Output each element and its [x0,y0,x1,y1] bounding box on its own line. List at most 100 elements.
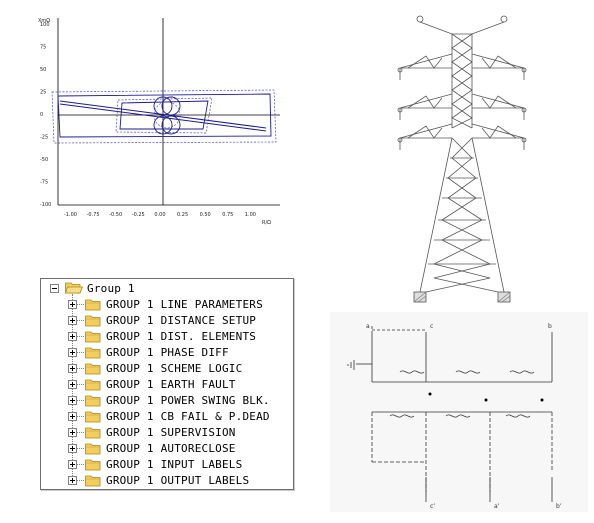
tree-item[interactable]: GROUP 1 AUTORECLOSE [41,440,291,456]
tree-connector-horizontal [72,352,84,353]
y-tick-label: -75 [40,180,48,186]
polarity-dot [484,398,488,402]
expand-icon[interactable] [68,300,77,309]
transmission-tower-drawing [386,8,536,310]
tree-item-label: GROUP 1 AUTORECLOSE [106,441,236,455]
circle-lower-right [161,115,181,135]
expand-icon[interactable] [68,396,77,405]
x-tick-label: -0.75 [87,212,100,218]
cross-arm-lower [399,123,525,139]
tree-item[interactable]: GROUP 1 OUTPUT LABELS [41,472,291,488]
collapse-icon[interactable] [50,284,59,293]
tower-svg [397,15,527,303]
terminal-label: b’ [556,503,562,510]
expand-icon[interactable] [68,380,77,389]
tree-connector-horizontal [72,304,84,305]
tree-item[interactable]: GROUP 1 POWER SWING BLK. [41,392,291,408]
y-tick-label: 100 [40,22,50,28]
folder-icon [85,459,101,471]
tree-item[interactable]: GROUP 1 LINE PARAMETERS [41,296,291,312]
tree-item[interactable]: GROUP 1 SCHEME LOGIC [41,360,291,376]
insulator-icon [521,107,527,113]
tree-item[interactable]: GROUP 1 INPUT LABELS [41,456,291,472]
expand-icon[interactable] [68,412,77,421]
tree-item-label: GROUP 1 DISTANCE SETUP [106,313,257,327]
tower-lower-bracing [425,137,499,293]
expand-icon[interactable] [68,444,77,453]
tree-item-label: GROUP 1 LINE PARAMETERS [106,297,263,311]
tree-connector-horizontal [72,448,84,449]
line-impedance-2 [59,103,267,132]
circle-lower-left [153,115,173,135]
cross-arm-upper [399,53,525,69]
zone-inner-dashed [115,97,213,134]
x-tick-label: 1.00 [245,212,256,218]
coil-top-3 [509,370,535,374]
tree-connector-horizontal [72,320,84,321]
expand-icon[interactable] [68,476,77,485]
peak-arm [419,21,505,35]
insulator-icon [521,67,527,73]
terminal-label: c [430,323,433,330]
circle-upper-left [153,96,173,116]
upper-conductors [371,332,553,382]
mast-upper-bracing [451,33,473,129]
tree-connector-horizontal [72,368,84,369]
insulator-icon [397,107,403,113]
foundation-hatch [413,291,511,303]
mast-upper [451,34,473,128]
coil-bottom-3 [505,414,531,418]
tree-item[interactable]: GROUP 1 SUPERVISION [41,424,291,440]
insulator-icon [397,67,403,73]
folder-icon [85,475,101,487]
folder-icon [85,411,101,423]
settings-tree-view[interactable]: Group 1 GROUP 1 LINE PARAMETERS GROUP 1 D… [40,278,294,490]
tree-item[interactable]: GROUP 1 EARTH FAULT [41,376,291,392]
y-axis-label: XmΩ [38,18,50,24]
terminal-label: b [548,323,552,330]
coil-top-2 [455,370,481,374]
cross-arm-middle-truss [407,95,517,109]
tree-item-label: GROUP 1 OUTPUT LABELS [106,473,250,487]
x-tick-label: -1.00 [64,212,77,218]
y-tick-label: -50 [40,157,48,163]
terminal-label: a’ [494,503,500,510]
schematic-svg: a c b c’ a’ b’ [347,323,562,510]
polarity-dot [428,392,432,396]
circle-outer-dashed [153,101,181,129]
tree-connector-horizontal [72,416,84,417]
tree-item[interactable]: GROUP 1 DISTANCE SETUP [41,312,291,328]
tree-root-row[interactable]: Group 1 [41,280,291,296]
zone-outer [57,93,272,138]
cross-arm-upper-truss [407,55,517,69]
expand-icon[interactable] [68,460,77,469]
expand-icon[interactable] [68,364,77,373]
expand-icon[interactable] [68,332,77,341]
y-tick-label: 50 [40,67,46,73]
tree-connector-horizontal [72,464,84,465]
tree-item-label: GROUP 1 SCHEME LOGIC [106,361,243,375]
tree-item-label: GROUP 1 DIST. ELEMENTS [106,329,257,343]
line-impedance [59,100,267,129]
tree-item[interactable]: GROUP 1 DIST. ELEMENTS [41,328,291,344]
cross-arm-middle [399,93,525,109]
y-tick-label: 75 [40,45,46,51]
tree-item[interactable]: GROUP 1 CB FAIL & P.DEAD [41,408,291,424]
expand-icon[interactable] [68,428,77,437]
x-axis-label: R/Ω [262,220,271,226]
y-tick-label: 25 [40,90,46,96]
open-folder-icon [65,282,83,294]
y-tick-label: -100 [40,202,51,208]
tree-item-label: GROUP 1 POWER SWING BLK. [106,393,270,407]
folder-icon [85,443,101,455]
tree-root-label: Group 1 [87,281,135,295]
tree-item-label: GROUP 1 PHASE DIFF [106,345,229,359]
tree-item[interactable]: GROUP 1 PHASE DIFF [41,344,291,360]
expand-icon[interactable] [68,348,77,357]
folder-icon [85,395,101,407]
insulator-strings [399,68,525,150]
expand-icon[interactable] [68,316,77,325]
